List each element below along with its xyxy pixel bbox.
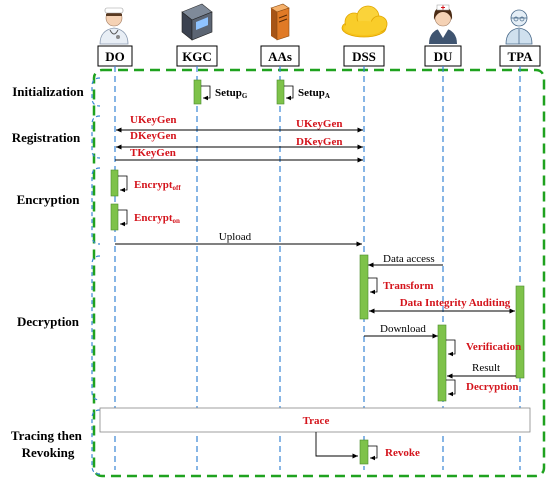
trace-box <box>99 407 531 433</box>
phase-bracket-tracing <box>91 409 101 475</box>
participant-box-aas: AAs <box>260 45 300 67</box>
participant-box-do: DO <box>97 45 133 67</box>
tower-computer-icon <box>270 3 290 41</box>
message-result: Result <box>472 362 500 374</box>
message-trace: Trace <box>303 415 330 427</box>
phase-label-initialization: Initialization <box>12 84 84 99</box>
activation-dss-revoke <box>359 439 369 465</box>
phase-label-decryption: Decryption <box>17 314 80 329</box>
activation-dss-decryption <box>359 254 369 320</box>
participant-label-aas: AAs <box>268 49 292 64</box>
self-arrow-setup-a <box>284 85 294 101</box>
participant-box-du: DU <box>424 45 462 67</box>
cloud-icon <box>341 5 388 38</box>
protocol-frame <box>92 68 546 478</box>
participant-label-dss: DSS <box>352 49 376 64</box>
participant-label-tpa: TPA <box>507 49 533 64</box>
message-download: Download <box>380 323 426 335</box>
phase-label-encryption: Encryption <box>17 192 81 207</box>
doctor-icon <box>99 7 129 45</box>
message-ukeygen-do: UKeyGen <box>130 114 176 126</box>
phase-label-tracing-then-revoking: Tracing then Revoking <box>11 428 85 460</box>
message-setup-g: SetupG <box>215 87 248 100</box>
message-dkeygen-dss: DKeyGen <box>296 136 342 148</box>
participant-box-kgc: KGC <box>176 45 218 67</box>
participant-label-du: DU <box>434 49 453 64</box>
participant-label-kgc: KGC <box>182 49 212 64</box>
arrow-trace-to-revoke <box>315 432 358 459</box>
activation-do-encrypt-on <box>110 203 119 231</box>
message-setup-a: SetupA <box>298 87 330 100</box>
self-arrow-transform <box>368 277 378 295</box>
participant-box-dss: DSS <box>343 45 385 67</box>
message-dkeygen-do: DKeyGen <box>130 130 176 142</box>
phase-bracket-encryption <box>91 167 101 245</box>
message-upload: Upload <box>219 231 252 243</box>
message-encrypt-on: Encrypton <box>134 212 180 225</box>
message-verification: Verification <box>466 341 521 353</box>
phase-label-registration: Registration <box>12 130 81 145</box>
message-decryption: Decryption <box>466 381 519 393</box>
message-tkeygen: TKeyGen <box>130 147 176 159</box>
self-arrow-decryption <box>446 379 456 397</box>
message-data-access: Data access <box>383 253 435 265</box>
nurse-icon <box>429 4 457 44</box>
activation-tpa-auditing <box>515 285 525 379</box>
self-arrow-verification <box>446 339 456 357</box>
phase-bracket-initialization <box>91 77 101 107</box>
message-data-integrity-auditing: Data Integrity Auditing <box>400 297 511 309</box>
message-ukeygen-dss: UKeyGen <box>296 118 342 130</box>
message-transform: Transform <box>383 280 434 292</box>
server-icon <box>181 3 213 41</box>
activation-du-decryption <box>437 324 447 402</box>
phase-bracket-decryption <box>91 255 101 401</box>
self-arrow-revoke <box>368 445 378 461</box>
self-arrow-encrypt-on <box>118 209 128 227</box>
message-revoke: Revoke <box>385 447 420 459</box>
self-arrow-setup-g <box>201 85 211 101</box>
participant-label-do: DO <box>105 49 125 64</box>
message-encrypt-off: Encryptoff <box>134 179 181 192</box>
phase-bracket-registration <box>91 115 101 159</box>
activation-kgc-setup <box>193 79 202 105</box>
participant-box-tpa: TPA <box>499 45 541 67</box>
activation-do-encrypt-off <box>110 169 119 197</box>
self-arrow-encrypt-off <box>118 175 128 193</box>
activation-aas-setup <box>276 79 285 105</box>
auditor-icon <box>505 9 533 45</box>
